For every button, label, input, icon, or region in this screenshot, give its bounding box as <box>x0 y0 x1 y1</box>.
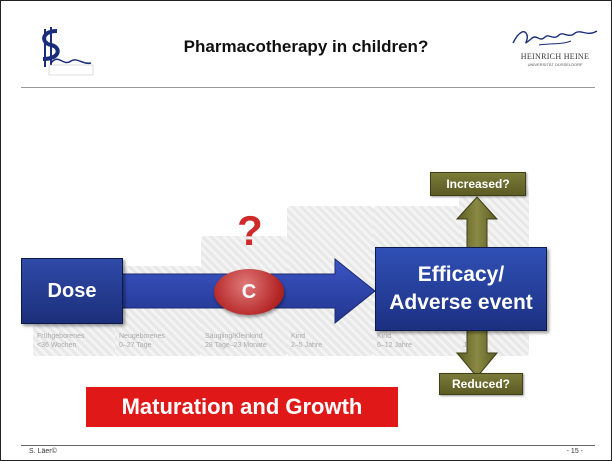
footer-divider <box>21 445 595 446</box>
signature-icon <box>512 30 598 46</box>
photo-caption: Neugeborenes 0–27 Tage <box>119 333 165 349</box>
left-logo <box>35 23 95 77</box>
maturation-banner: Maturation and Growth <box>86 387 398 427</box>
efficacy-box: Efficacy/ Adverse event <box>375 247 547 331</box>
reduced-label: Reduced? <box>439 373 523 395</box>
efficacy-line-1: Efficacy/ <box>417 263 505 286</box>
footer-author: S. Läer© <box>29 448 57 455</box>
photo-caption: Kind 2–5 Jahre <box>291 333 323 349</box>
caduceus-icon <box>42 27 94 76</box>
dose-box: Dose <box>21 258 123 324</box>
question-mark: ? <box>237 207 263 254</box>
header-divider <box>21 87 595 88</box>
university-logo: HEINRICH HEINE UNIVERSITÄT DÜSSELDORF <box>509 25 601 77</box>
efficacy-line-2: Adverse event <box>389 291 533 314</box>
photo-caption: Säugling/Kleinkind 28 Tage–23 Monate <box>205 333 267 349</box>
increased-label: Increased? <box>430 172 526 196</box>
photo-caption: Kind 6–12 Jahre <box>377 333 413 349</box>
slide-title: Pharmacotherapy in children? <box>183 37 429 56</box>
university-subname: UNIVERSITÄT DÜSSELDORF <box>527 62 583 67</box>
university-name: HEINRICH HEINE <box>520 52 590 61</box>
concentration-circle: C <box>214 269 284 315</box>
page-number: - 15 - <box>566 448 583 455</box>
photo-caption: Frühgeborenes <36 Wochen <box>37 333 85 349</box>
